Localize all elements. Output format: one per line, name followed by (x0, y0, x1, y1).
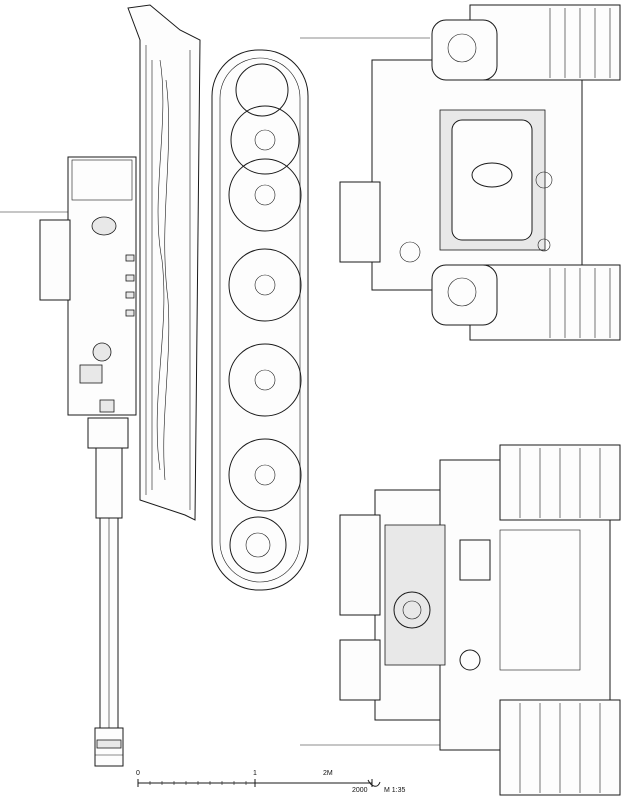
scale-tick-0: 0 (136, 770, 140, 777)
scale-length-label: 2000 (352, 787, 368, 794)
scale-tick-1: 1 (253, 770, 257, 777)
scale-ratio-label: M 1:35 (384, 787, 406, 794)
top-view (0, 4, 309, 767)
scale-bar (137, 779, 381, 787)
front-view (300, 444, 621, 796)
road-wheels (228, 63, 302, 574)
scale-tick-2m: 2M (323, 770, 333, 777)
rear-view (300, 4, 621, 341)
